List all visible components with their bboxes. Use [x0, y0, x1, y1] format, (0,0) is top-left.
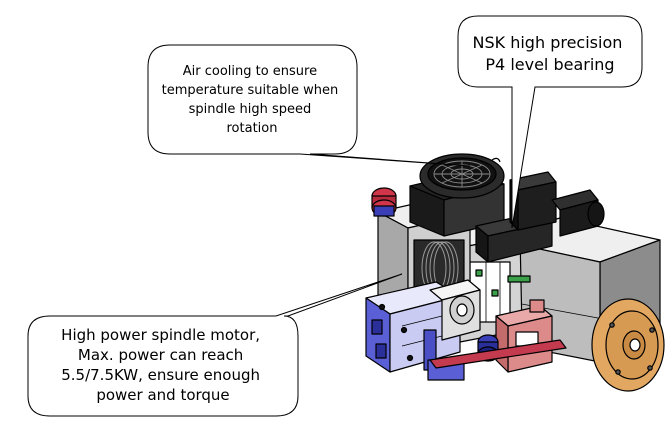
coolant-cap: [371, 187, 397, 217]
motor-bracket: [429, 279, 481, 341]
pneumatic-bracket: [495, 299, 553, 373]
spindle-assembly: [365, 153, 665, 392]
callout-air-cooling-line: temperature suitable when: [162, 83, 339, 98]
callout-motor-line: power and torque: [96, 386, 229, 404]
callout-bearing: NSK high precision P4 level bearing: [457, 15, 643, 229]
callout-bearing-line: P4 level bearing: [485, 55, 614, 74]
base-rail: [429, 339, 567, 369]
bearing-block: [475, 171, 605, 263]
callout-air-cooling-text: Air cooling to ensure temperature suitab…: [162, 64, 343, 136]
output-flange: [591, 298, 665, 392]
callout-motor-line: 5.5/7.5KW, ensure enough: [61, 366, 260, 384]
callout-air-cooling-line: spindle high speed: [189, 102, 312, 117]
callout-motor-text: High power spindle motor, Max. power can…: [61, 326, 265, 404]
callout-bearing-line: NSK high precision: [473, 33, 623, 52]
callout-motor-line: High power spindle motor,: [61, 326, 260, 344]
callout-motor: High power spindle motor, Max. power can…: [27, 273, 403, 417]
callout-air-cooling-bubble: [147, 44, 471, 167]
callout-motor-bubble: [27, 273, 403, 417]
callout-air-cooling-line: Air cooling to ensure: [183, 64, 317, 79]
callout-bearing-bubble: [457, 15, 643, 229]
callout-motor-line: Max. power can reach: [78, 346, 243, 364]
callout-air-cooling-line: rotation: [227, 121, 278, 136]
callout-air-cooling: Air cooling to ensure temperature suitab…: [147, 44, 471, 167]
cooling-fan: [409, 153, 505, 237]
callout-bearing-text: NSK high precision P4 level bearing: [473, 33, 628, 74]
